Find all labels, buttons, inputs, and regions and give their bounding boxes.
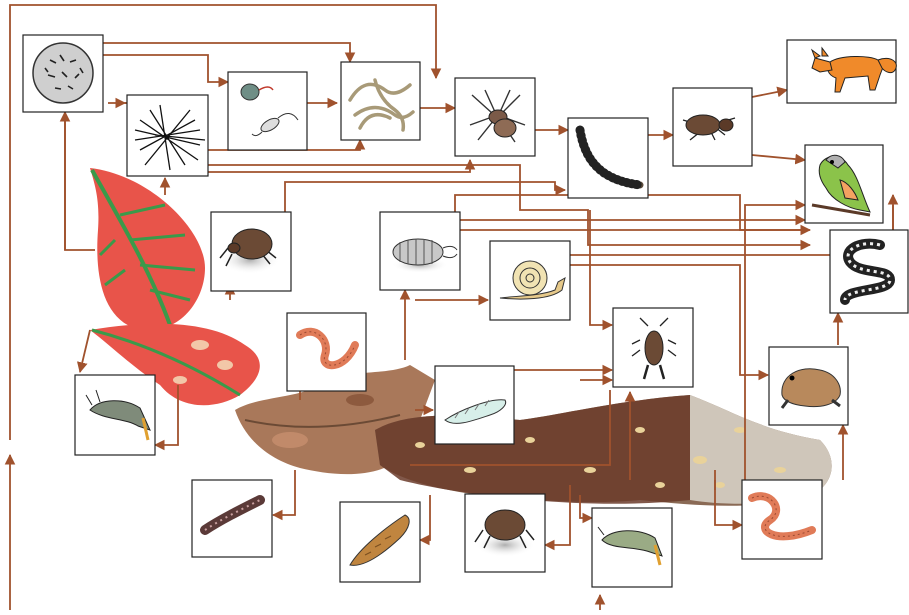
- fly-larva-node: [340, 502, 420, 582]
- woodlouse-node: [380, 212, 460, 290]
- snake-node: [830, 230, 908, 313]
- springtail-bottom-node: [592, 508, 672, 587]
- nematodes-node: [341, 62, 420, 140]
- earwig-node: [613, 308, 693, 387]
- bacteria-culture-icon: [33, 43, 93, 103]
- snail-node: [490, 241, 570, 320]
- fox-node: [787, 40, 896, 103]
- mite-bottom-node: [465, 494, 545, 572]
- springtail-left-node: [75, 375, 155, 455]
- toad-node: [769, 347, 848, 425]
- beetle-node: [673, 88, 752, 166]
- larva-node: [435, 366, 514, 444]
- earthworm-small-node: [287, 313, 366, 391]
- protozoa-node: [228, 72, 307, 150]
- mite-top-node: [211, 212, 291, 291]
- fungi-node: [127, 95, 208, 176]
- centipede-node: [568, 118, 648, 198]
- bird-node: [805, 145, 883, 223]
- spider-node: [455, 78, 535, 156]
- bacteria-node: [23, 35, 103, 112]
- millipede-node: [192, 480, 272, 557]
- earthworm-bottom-node: [742, 480, 822, 559]
- toad-icon: [782, 369, 840, 408]
